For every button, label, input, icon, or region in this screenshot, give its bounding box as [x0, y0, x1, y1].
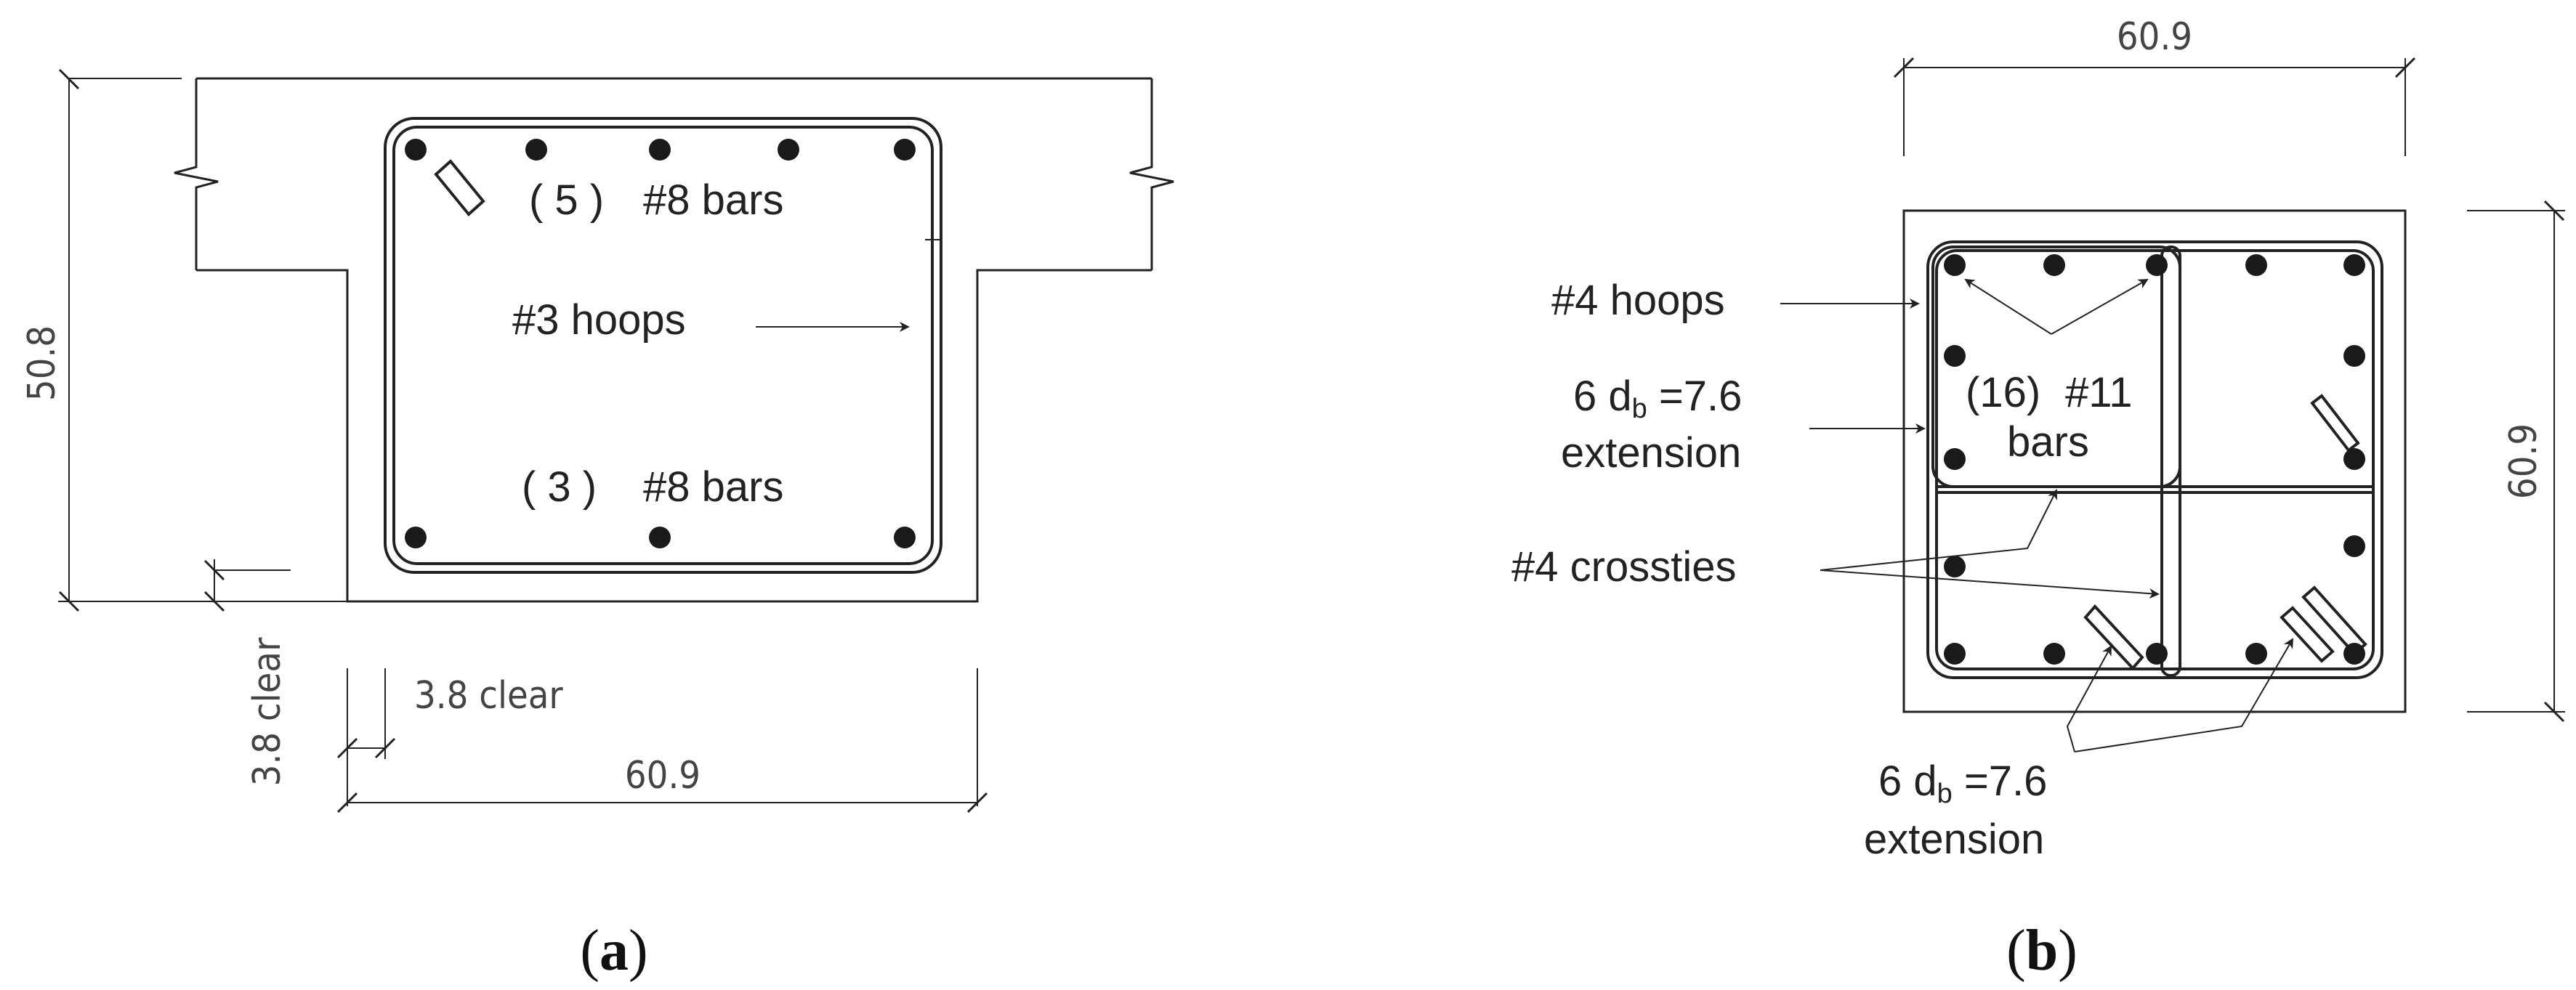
column-bar	[1944, 345, 1966, 367]
column-bar	[2245, 643, 2267, 665]
top-bars-count-label: ( 5 )	[529, 177, 604, 224]
hoop-a-inner	[392, 126, 934, 565]
column-bar	[2343, 345, 2365, 367]
perimeter-hoop-inner	[1935, 249, 2375, 670]
bars-count-label: (16)	[1966, 369, 2040, 416]
dim-tick	[1893, 57, 1915, 78]
hoop-a-hook	[434, 159, 485, 216]
dim-height-text: 50.8	[20, 325, 64, 401]
top-bar	[894, 139, 916, 161]
column-bar	[2343, 254, 2365, 276]
column-bar	[2146, 643, 2168, 665]
column-bar	[1944, 254, 1966, 276]
crossties-arrow-up	[1820, 489, 2057, 571]
bottom-bar	[894, 527, 916, 548]
dim-tick	[203, 559, 225, 581]
hoops-label-a: #3 hoops	[512, 296, 686, 344]
dim-clear-v-text: 3.8 clear	[246, 637, 289, 786]
dim-tick	[336, 737, 358, 759]
column-bar	[1944, 643, 1966, 665]
dim-tick	[374, 737, 396, 759]
caption-a: (a)	[580, 919, 647, 983]
dim-tick	[58, 591, 80, 612]
top-bar	[649, 139, 671, 161]
extension-left-line2: extension	[1561, 429, 1741, 476]
inner-hoop-arrow	[2051, 279, 2149, 335]
dim-tick	[2394, 57, 2416, 78]
hoop-hook-bottom-right	[2280, 606, 2335, 663]
dim-tick	[58, 68, 80, 90]
crosstie-hook-bottom	[2083, 604, 2144, 670]
dim-tick	[203, 591, 225, 612]
bottom-bar	[405, 527, 427, 548]
dim-tick	[336, 792, 358, 813]
bars-size-label: #11	[2065, 369, 2132, 416]
inner-hoop-arrow	[1964, 278, 2052, 335]
column-bar	[1944, 448, 1966, 470]
extension-bottom-arrow-2	[2074, 638, 2294, 752]
extension-bottom-line2: extension	[1864, 816, 2044, 863]
dim-top-text: 60.9	[2117, 15, 2192, 59]
panel-a: ( 5 ) #8 bars #3 hoops ( 3 ) #8 bars 50.…	[20, 68, 1174, 983]
column-bar	[2343, 535, 2365, 557]
caption-b: (b)	[2006, 919, 2078, 983]
vertical-crosstie	[2160, 246, 2181, 677]
extension-left-line1: 6 db =7.6	[1573, 373, 1742, 424]
top-bar	[778, 139, 799, 161]
bars-word-label: bars	[2007, 418, 2089, 466]
crossties-label: #4 crossties	[1511, 543, 1736, 591]
crossties-arrow-right	[1820, 569, 2160, 599]
panel-b: #4 hoops 6 db =7.6 extension (16) #11 ba…	[1511, 15, 2565, 983]
column-bar	[2343, 448, 2365, 470]
column-outline	[1902, 209, 2407, 713]
column-bar	[2043, 643, 2065, 665]
bottom-bars-count-label: ( 3 )	[522, 463, 597, 511]
dim-width-text: 60.9	[625, 754, 700, 798]
dim-clear-h-text: 3.8 clear	[414, 674, 563, 718]
hoop-a-outer	[384, 117, 942, 574]
beam-section-outline	[174, 77, 1174, 603]
dim-tick	[2543, 701, 2565, 723]
bottom-bar	[649, 527, 671, 548]
column-bar	[2245, 254, 2267, 276]
column-bar	[2043, 254, 2065, 276]
hoops-label-b: #4 hoops	[1551, 277, 1725, 324]
top-bar	[525, 139, 547, 161]
hoop-hook-bottom-right-2	[2301, 585, 2367, 656]
extension-bottom-line1: 6 db =7.6	[1878, 758, 2047, 809]
column-bar	[1944, 556, 1966, 577]
dim-tick	[966, 792, 988, 813]
extension-bottom-arrow-1	[2066, 645, 2112, 752]
crosstie-hook-right	[2310, 394, 2360, 453]
perimeter-hoop-outer	[1926, 240, 2383, 679]
dim-right-text: 60.9	[2502, 423, 2545, 499]
top-bars-size-label: #8 bars	[643, 177, 783, 224]
dim-tick	[2543, 200, 2565, 222]
top-bar	[405, 139, 427, 161]
column-bar	[2146, 254, 2168, 276]
bottom-bars-size-label: #8 bars	[643, 463, 783, 511]
column-bar	[2343, 643, 2365, 665]
